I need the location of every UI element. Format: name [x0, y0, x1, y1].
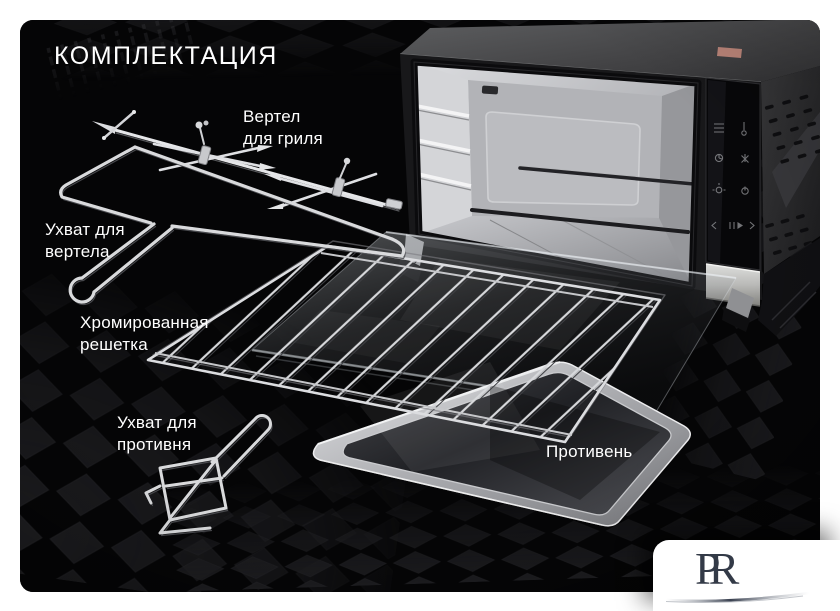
- callout-line: Хромированная: [80, 313, 209, 332]
- callout-line: решетка: [80, 335, 148, 354]
- content-panel: [20, 20, 820, 592]
- vignette: [20, 20, 820, 592]
- callout-line: Противень: [546, 442, 633, 461]
- page-title: КОМПЛЕКТАЦИЯ: [54, 42, 278, 70]
- callout-rack: Хромированная решетка: [80, 312, 209, 356]
- brand-logo-card: PR: [653, 540, 840, 611]
- logo-swoosh: [665, 591, 810, 603]
- callout-line: для гриля: [243, 129, 323, 148]
- callout-spit-holder: Ухват для вертела: [45, 219, 125, 263]
- callout-line: Вертел: [243, 107, 301, 126]
- callout-line: вертела: [45, 242, 110, 261]
- callout-spit: Вертел для гриля: [243, 106, 323, 150]
- callout-tray-holder: Ухват для противня: [117, 412, 197, 456]
- callout-line: Ухват для: [45, 220, 125, 239]
- callout-tray: Противень: [546, 441, 632, 463]
- brand-monogram: PR: [695, 543, 739, 594]
- callout-line: противня: [117, 435, 192, 454]
- product-illustration: [20, 20, 820, 592]
- callout-line: Ухват для: [117, 413, 197, 432]
